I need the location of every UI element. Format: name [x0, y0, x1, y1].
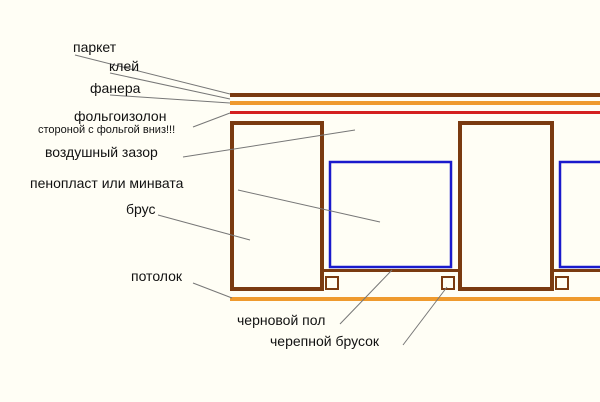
label-cranial-bar: черепной брусок [270, 333, 380, 349]
cranial-bar-3 [555, 276, 569, 290]
label-plywood: фанера [90, 80, 141, 96]
beam-middle [458, 121, 554, 291]
leader-beam [157, 214, 251, 241]
label-glue: клей [109, 58, 139, 74]
leader-glue [109, 72, 231, 100]
leader-foil [192, 112, 231, 128]
leader-foam [237, 189, 381, 223]
parquet-layer [230, 93, 600, 97]
leader-plywood [109, 94, 231, 104]
beam-left [230, 121, 324, 291]
label-beam: брус [126, 201, 156, 217]
label-subfloor: черновой пол [237, 312, 325, 328]
foil-insulation-layer [230, 111, 600, 114]
leader-ceiling [192, 282, 233, 299]
leader-air-gap [182, 129, 356, 158]
label-foil-note: стороной с фольгой вниз!!! [38, 124, 175, 136]
label-air-gap: воздушный зазор [45, 144, 158, 160]
label-parquet: паркет [73, 39, 117, 55]
leader-lines [74, 54, 448, 346]
leader-subfloor [339, 269, 393, 325]
insulation-block-left [328, 160, 453, 269]
cranial-bar-1 [325, 276, 339, 290]
cranial-bar-2 [441, 276, 455, 290]
insulation-block-right [558, 160, 600, 269]
subfloor-board-right [552, 269, 600, 272]
leader-parquet [74, 54, 231, 95]
label-foam-or-wool: пенопласт или минвата [30, 175, 184, 191]
plywood-layer [230, 101, 600, 105]
ceiling-layer [230, 297, 600, 301]
label-ceiling: потолок [131, 268, 183, 284]
leader-cranial-bar [402, 286, 448, 346]
label-foil-insulation: фольгоизолон [74, 108, 166, 124]
